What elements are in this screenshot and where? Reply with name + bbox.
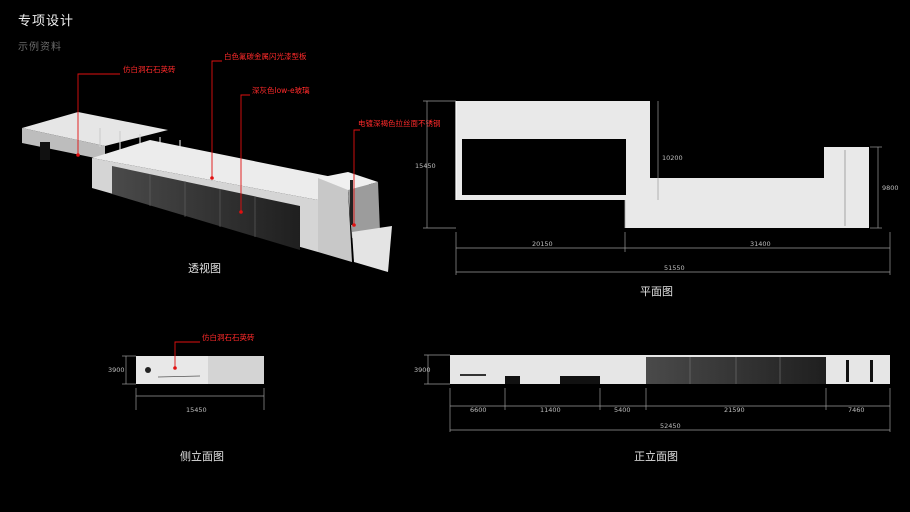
dim-plan-total: 51550 — [664, 264, 685, 272]
plan-view — [455, 101, 869, 228]
caption-front: 正立面图 — [634, 449, 678, 463]
note-metal-panel: 白色氟碳金属闪光漆型板 — [224, 51, 307, 61]
leader-line — [174, 341, 200, 368]
front-elevation — [450, 355, 890, 384]
dim-front-seg3: 5400 — [614, 406, 631, 414]
dim-plan-seg1: 20150 — [532, 240, 553, 248]
side-light-fixture — [145, 367, 151, 373]
side-facade-shade — [208, 356, 264, 384]
front-dimensions: 3900 6600 11400 5400 21590 7460 52450 — [414, 354, 891, 432]
dim-plan-inner: 10200 — [662, 154, 683, 162]
left-wing-opening — [40, 142, 50, 160]
front-base-pier — [520, 376, 560, 384]
vertical-slot — [350, 180, 353, 225]
perspective-view — [22, 112, 392, 272]
caption-side: 侧立面图 — [180, 449, 224, 463]
left-wing-roof — [22, 112, 168, 146]
leader-line — [77, 73, 120, 155]
leader-line — [211, 60, 222, 178]
leader-dot — [76, 153, 80, 157]
leader-dot — [173, 366, 177, 370]
leader-line — [240, 94, 250, 212]
side-reveal-line — [157, 375, 201, 378]
left-wing-face — [22, 128, 105, 160]
note-side-stone: 仿白洞石石英砖 — [202, 332, 255, 342]
dim-front-seg4: 21590 — [724, 406, 745, 414]
leader-line — [353, 129, 360, 225]
main-block-roof — [92, 140, 372, 200]
dim-plan-right: 9800 — [882, 184, 899, 192]
plan-courtyard-void — [462, 139, 626, 195]
page-subtitle: 示例资料 — [18, 42, 62, 53]
dim-plan-height: 15450 — [415, 162, 436, 170]
note-shading: 电镀深褐色拉丝面不锈钢 — [358, 118, 441, 128]
right-block-front — [352, 226, 392, 272]
right-block-recess — [348, 182, 380, 238]
dim-plan-seg2: 31400 — [750, 240, 771, 248]
right-block-roof — [318, 172, 378, 190]
dim-side-width: 15450 — [186, 406, 207, 414]
leader-dot — [239, 210, 243, 214]
note-glass: 深灰色low-e玻璃 — [252, 85, 310, 95]
dim-front-seg2: 11400 — [540, 406, 561, 414]
note-stone: 仿白洞石石英砖 — [123, 64, 176, 74]
page-title: 专项设计 — [18, 14, 75, 29]
plan-floor — [456, 101, 869, 228]
plan-dimensions: 15450 10200 9800 20150 31400 51550 — [415, 100, 899, 275]
dim-front-seg1: 6600 — [470, 406, 487, 414]
right-block-side — [318, 178, 352, 262]
caption-plan: 平面图 — [640, 285, 673, 298]
side-elevation — [136, 356, 264, 384]
front-slot — [846, 360, 849, 382]
dim-front-total: 52450 — [660, 422, 681, 430]
perspective-annotations: 仿白洞石石英砖 白色氟碳金属闪光漆型板 深灰色low-e玻璃 电镀深褐色拉丝面不… — [76, 51, 441, 227]
dim-front-seg5: 7460 — [848, 406, 865, 414]
caption-perspective: 透视图 — [188, 261, 221, 275]
dim-front-height: 3900 — [414, 366, 431, 374]
leader-dot — [210, 176, 214, 180]
front-reveal — [460, 374, 486, 376]
leader-dot — [352, 223, 356, 227]
side-annotation: 仿白洞石石英砖 — [173, 332, 255, 370]
glass-curtain-wall — [112, 166, 300, 250]
side-dimensions: 3900 15450 — [108, 355, 265, 414]
front-slot — [870, 360, 873, 382]
dim-side-height: 3900 — [108, 366, 125, 374]
